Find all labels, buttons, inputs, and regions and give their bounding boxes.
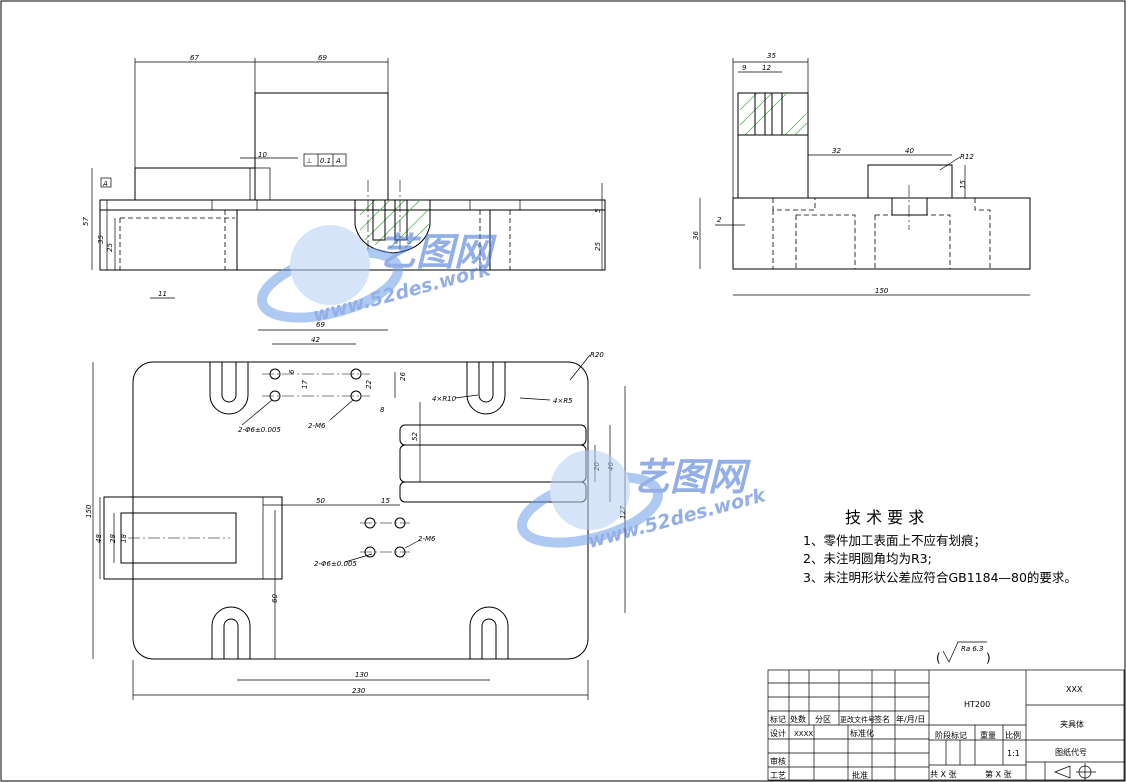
tb-date: 年/月/日 (896, 714, 925, 724)
tb-mark: 标记 (770, 714, 786, 724)
tb-scale-label: 比例 (1005, 730, 1021, 740)
watermark-brand-1: 艺图网 (378, 230, 497, 274)
plan-dim-hole-top: 2-Φ6±0.005 (238, 426, 281, 434)
plan-dim-17: 17 (301, 380, 309, 389)
dim-5: 5 (594, 208, 602, 213)
dim-10: 10 (258, 151, 267, 159)
side-dim-2: 2 (717, 216, 722, 224)
tech-req-3: 3、未注明形状公差应符合GB1184—80的要求。 (803, 570, 1077, 585)
dim-67: 67 (190, 54, 199, 62)
plan-dim-69: 69 (316, 321, 325, 329)
tb-sheet: 第 X 张 (985, 769, 1012, 779)
side-view (699, 58, 1031, 296)
plan-dim-6: 6 (288, 369, 296, 374)
tb-design: 设计 (770, 728, 786, 738)
plan-dim-m6-bottom: 2-M6 (418, 535, 436, 543)
plan-dim-r5: 4×R5 (553, 397, 573, 405)
plan-dim-60: 60 (271, 594, 279, 603)
tech-req-1: 1、零件加工表面上不应有划痕； (803, 533, 986, 548)
tb-zone: 分区 (815, 715, 831, 724)
drawing-no-label: 图纸代号 (1055, 747, 1087, 757)
roughness-value: Ra 6.3 (961, 645, 984, 653)
dim-35: 35 (97, 235, 105, 244)
tb-standard: 标准化 (850, 728, 874, 738)
tech-req-2: 2、未注明圆角均为R3; (803, 551, 932, 566)
tb-sheets: 共 X 张 (930, 770, 957, 779)
plan-dim-m6-top: 2-M6 (308, 422, 326, 430)
material: HT200 (964, 700, 990, 709)
tb-designer: XXXX (794, 730, 813, 738)
datum-flag: A (102, 180, 108, 188)
plan-dim-18: 18 (120, 534, 128, 543)
watermark-brand-2: 艺图网 (632, 455, 751, 499)
dim-25: 25 (106, 243, 114, 252)
plan-dim-150: 150 (85, 504, 93, 518)
tb-sign: 签名 (874, 714, 890, 724)
tb-approve: 批准 (852, 770, 868, 780)
plan-dim-52: 52 (411, 432, 419, 441)
plan-dim-r20: R20 (590, 351, 604, 359)
tb-stage: 阶段标记 (935, 730, 967, 740)
side-dim-32: 32 (832, 147, 841, 155)
plan-dim-130: 130 (355, 671, 369, 679)
plan-dim-42: 42 (311, 336, 320, 344)
plan-dim-50: 50 (316, 497, 325, 505)
tb-doc-no: 更改文件号 (840, 715, 875, 724)
svg-text:(: ( (936, 651, 941, 665)
gdt-tolerance: 0.1 (320, 157, 331, 165)
dim-57: 57 (82, 217, 90, 226)
side-dim-r12: R12 (960, 153, 974, 161)
dim-25-right: 25 (594, 242, 602, 251)
plan-view (92, 329, 626, 700)
tb-process: 工艺 (770, 771, 786, 780)
watermark-2: 艺图网 www.52des.work (516, 450, 769, 553)
plan-dim-r10: 4×R10 (432, 395, 457, 403)
side-dim-40: 40 (905, 147, 914, 155)
company: XXX (1066, 685, 1083, 694)
roughness-symbol: ( ) (936, 641, 991, 665)
side-dim-12: 12 (762, 64, 771, 72)
side-dim-36: 36 (692, 231, 700, 240)
side-dim-35: 35 (767, 52, 776, 60)
plan-dim-230: 230 (352, 687, 366, 695)
tb-scale: 1:1 (1007, 749, 1020, 758)
plan-dim-15: 15 (381, 497, 390, 505)
plan-dim-28: 28 (109, 534, 117, 543)
front-view (91, 58, 606, 299)
tech-req-title: 技 术 要 求 (845, 508, 924, 527)
plan-dim-48: 48 (95, 534, 103, 543)
side-dim-9: 9 (742, 64, 747, 72)
tb-count: 处数 (790, 714, 806, 724)
side-dim-15: 15 (959, 180, 967, 189)
gdt-datum: A (335, 157, 341, 165)
svg-text:): ) (986, 651, 991, 665)
plan-dim-8: 8 (380, 406, 385, 414)
title-block (767, 669, 1125, 781)
side-dim-150: 150 (875, 287, 889, 295)
plan-dim-22: 22 (365, 380, 373, 389)
dim-69: 69 (318, 54, 327, 62)
part-name: 夹具体 (1060, 719, 1084, 729)
gdt-symbol: ⊥ (306, 157, 312, 165)
plan-dim-hole-bottom: 2-Φ6±0.005 (314, 560, 357, 568)
watermark-1: 艺图网 www.52des.work (256, 225, 497, 327)
tb-weight: 重量 (980, 730, 996, 740)
tb-review: 审核 (770, 756, 786, 766)
dim-11: 11 (158, 290, 167, 298)
plan-dim-26: 26 (399, 372, 407, 381)
